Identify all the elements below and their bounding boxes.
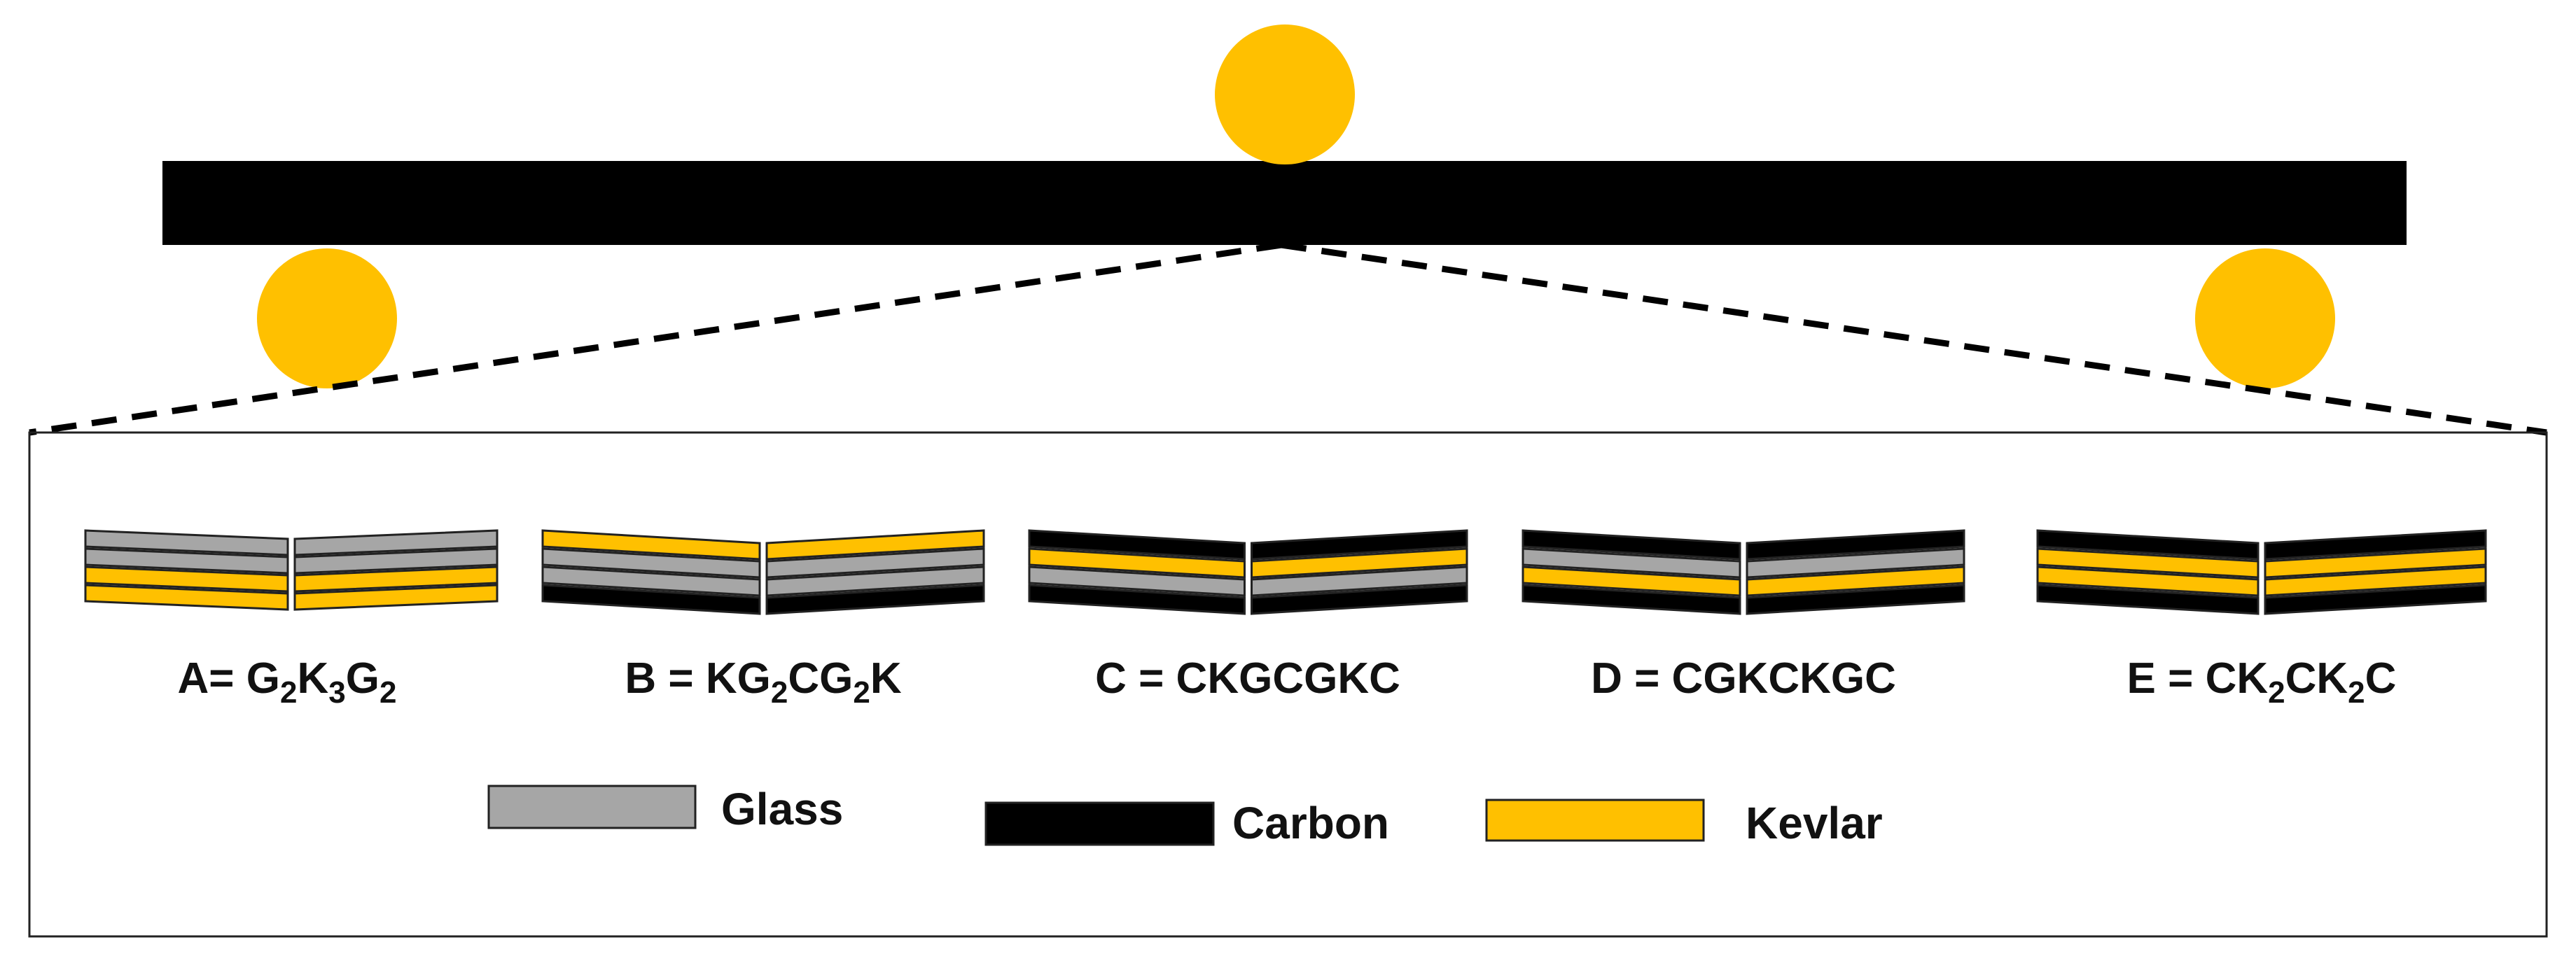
layer-glass-left <box>541 565 761 597</box>
layer-glass-right <box>765 565 985 597</box>
layer-glass-right <box>293 529 499 556</box>
layer-kevlar-right <box>2264 547 2487 579</box>
zoom-callout <box>29 241 2547 436</box>
specimen-label: D = CGKCKGC <box>1591 654 1896 703</box>
layer-carbon-left <box>2036 584 2260 615</box>
legend-label-kevlar: Kevlar <box>1746 798 1883 848</box>
layer-glass-left <box>1028 565 1246 597</box>
layer-carbon-right <box>1251 584 1468 615</box>
legend-swatch-carbon <box>984 801 1215 846</box>
layer-carbon-left <box>1522 584 1741 615</box>
specimen-label: B = KG2CG2K <box>625 654 901 710</box>
specimen-label: A= G2K3G2 <box>178 654 397 710</box>
specimen-a: A= G2K3G2 <box>84 529 499 710</box>
layer-kevlar-right <box>1251 547 1468 579</box>
layer-kevlar-left <box>1522 565 1741 597</box>
layer-glass-right <box>1746 547 1965 579</box>
layer-carbon-right <box>1251 529 1468 561</box>
layer-carbon-right <box>1746 529 1965 561</box>
callout-line-right <box>1281 241 2547 436</box>
specimen-c: C = CKGCGKC <box>1028 529 1468 703</box>
layer-carbon-right <box>765 584 985 615</box>
layer-kevlar-right <box>2264 565 2487 597</box>
layer-kevlar-left <box>84 584 289 611</box>
layer-kevlar-right <box>293 565 499 593</box>
layup-inset-frame <box>28 431 2548 938</box>
beam-specimen <box>162 161 2407 245</box>
legend-item-glass: Glass <box>487 784 843 834</box>
layer-carbon-right <box>2264 529 2487 561</box>
layer-glass-left <box>541 547 761 579</box>
layer-kevlar-right <box>765 529 985 561</box>
layer-kevlar-left <box>84 565 289 593</box>
layer-glass-left <box>1522 547 1741 579</box>
legend-label-carbon: Carbon <box>1232 798 1389 848</box>
layer-glass-right <box>765 547 985 579</box>
material-legend: Glass Carbon Kevlar <box>487 784 1883 848</box>
legend-label-glass: Glass <box>721 784 843 834</box>
layer-glass-right <box>1251 565 1468 597</box>
layer-kevlar-left <box>2036 547 2260 579</box>
layer-carbon-left <box>1028 529 1246 561</box>
specimen-label: C = CKGCGKC <box>1095 654 1400 703</box>
layer-carbon-right <box>2264 584 2487 615</box>
layer-kevlar-left <box>1028 547 1246 579</box>
layer-glass-left <box>84 547 289 575</box>
legend-item-kevlar: Kevlar <box>1485 798 1883 848</box>
callout-line-left <box>29 241 1282 436</box>
layer-glass-right <box>293 547 499 575</box>
layer-carbon-right <box>1746 584 1965 615</box>
layer-kevlar-right <box>1746 565 1965 597</box>
specimen-b: B = KG2CG2K <box>541 529 985 710</box>
left-support <box>257 248 397 388</box>
loading-nose <box>1215 24 1355 164</box>
specimen-label: E = CK2CK2C <box>2127 654 2397 710</box>
layer-carbon-left <box>2036 529 2260 561</box>
test-setup <box>162 24 2407 388</box>
layer-kevlar-left <box>541 529 761 561</box>
legend-swatch-glass <box>487 785 697 829</box>
layer-kevlar-right <box>293 584 499 611</box>
layer-carbon-left <box>1522 529 1741 561</box>
layer-carbon-left <box>541 584 761 615</box>
layer-carbon-left <box>1028 584 1246 615</box>
specimen-d: D = CGKCKGC <box>1522 529 1965 703</box>
specimen-e: E = CK2CK2C <box>2036 529 2487 710</box>
specimen-configurations: A= G2K3G2 B = KG2CG2K C = CKGCGKC D = CGKCK… <box>84 529 2487 710</box>
layer-glass-left <box>84 529 289 556</box>
layer-kevlar-left <box>2036 565 2260 597</box>
legend-item-carbon: Carbon <box>984 798 1389 848</box>
right-support <box>2195 248 2335 388</box>
legend-swatch-kevlar <box>1485 799 1705 842</box>
